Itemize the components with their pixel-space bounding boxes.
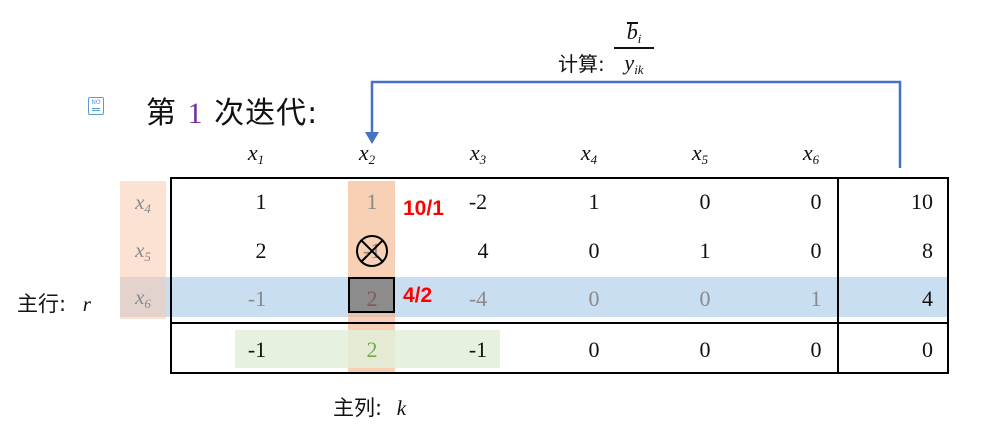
ratio-row1: 10/1 xyxy=(403,197,444,220)
tableau-cell: 0 xyxy=(699,189,711,214)
tableau-cell: 0 xyxy=(699,286,711,311)
objective-separator xyxy=(170,322,949,324)
tableau-cell: 1 xyxy=(366,189,378,214)
fraction-line xyxy=(614,47,654,49)
tableau-cell: -4 xyxy=(468,286,488,311)
rhs-cell: 8 xyxy=(922,238,933,263)
tableau-cell: 0 xyxy=(810,238,822,263)
rhs-cell: 4 xyxy=(922,286,933,311)
objective-cell: 0 xyxy=(810,337,822,362)
tableau-cell: 2 xyxy=(255,238,267,263)
pivot-row-highlight xyxy=(120,277,948,317)
tableau-border xyxy=(170,177,949,374)
arrow-head xyxy=(365,132,379,144)
tableau-cell: 4 xyxy=(477,238,489,263)
objective-cell: 0 xyxy=(588,337,600,362)
objective-rhs-cell: 0 xyxy=(922,337,933,362)
tableau-cell: -2 xyxy=(468,189,488,214)
column-header-x6: x6 xyxy=(802,140,820,167)
ratio-formula: bi yik xyxy=(612,18,656,83)
objective-cell: -1 xyxy=(247,337,267,362)
tableau-cell: -1 xyxy=(247,286,267,311)
tableau-cell: 1 xyxy=(699,238,711,263)
objective-cell: 2 xyxy=(366,337,378,362)
note-icon: NO xyxy=(88,97,104,115)
column-header-x4: x4 xyxy=(580,140,598,167)
tableau-cell: 1 xyxy=(255,189,267,214)
pivot-element: 2 xyxy=(366,286,378,311)
ratio-row3: 4/2 xyxy=(403,284,433,307)
column-header-x3: x3 xyxy=(469,140,487,167)
tableau-cell: 0 xyxy=(588,238,600,263)
objective-cell: -1 xyxy=(468,337,488,362)
basis-label-x5: x5 xyxy=(135,238,151,264)
formula-denominator: yik xyxy=(624,49,644,77)
tableau-cell: 1 xyxy=(588,189,600,214)
basis-label-x6: x6 xyxy=(135,285,151,311)
column-header-x5: x5 xyxy=(691,140,709,167)
pivot-row-label: 主行: r xyxy=(17,292,91,316)
pivot-column-label: 主列: k xyxy=(333,396,407,420)
tableau-cell: 0 xyxy=(810,189,822,214)
formula-numerator: bi xyxy=(626,19,642,46)
objective-highlight xyxy=(235,330,500,368)
pivot-element-box xyxy=(348,277,395,313)
calc-label: 计算: xyxy=(558,52,605,76)
tableau-cell: 0 xyxy=(588,286,600,311)
basis-column-highlight xyxy=(120,181,166,319)
iteration-heading: 第 1 次迭代: xyxy=(146,96,319,131)
column-header-x2: x2 xyxy=(358,140,376,167)
overbar xyxy=(627,22,638,24)
crossed-circle-mark xyxy=(356,235,388,267)
rhs-cell: 10 xyxy=(911,189,933,214)
tableau-cell: 1 xyxy=(810,286,822,311)
objective-cell: 0 xyxy=(699,337,711,362)
rhs-separator xyxy=(837,177,839,374)
arrow-line xyxy=(370,80,902,168)
column-header-x1: x1 xyxy=(247,140,265,167)
basis-label-x4: x4 xyxy=(135,190,151,216)
